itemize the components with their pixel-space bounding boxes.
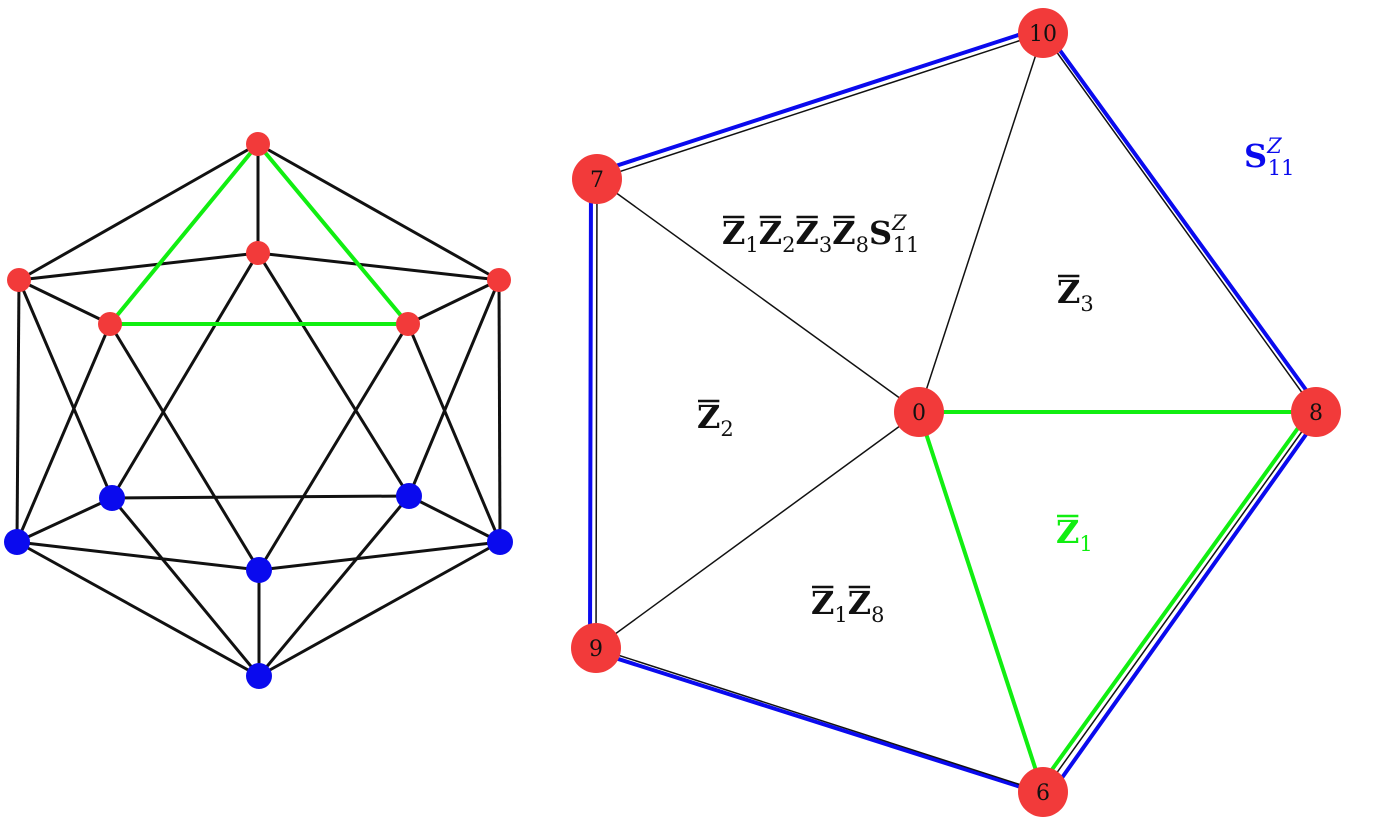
node-label-0: 0	[912, 401, 926, 426]
node-label-8: 8	[1309, 401, 1323, 426]
spoke-0-10	[918, 32, 1044, 413]
icosa-edge-v-inner-right-v-bottom-inner	[257, 323, 410, 571]
icosa-vertex-blue	[99, 485, 125, 511]
icosa-vertex-red	[487, 268, 511, 292]
icosa-edge-v-left-v-inner-top	[18, 251, 259, 282]
icosa-edge-v-right-v-inner-top	[257, 251, 500, 282]
green-edge-0-6	[917, 411, 1045, 793]
node-6	[1018, 767, 1068, 817]
icosahedron-graph	[4, 132, 513, 689]
icosa-edge-v-left-v-blue-left	[17, 279, 114, 499]
icosa-edge-v-top-v-right	[257, 142, 500, 282]
icosa-vertex-red	[98, 312, 122, 336]
green-edge-8-6	[1036, 408, 1313, 791]
label-z1: Z1	[1056, 513, 1093, 556]
node-label-6: 6	[1036, 781, 1050, 806]
outer-boundary	[595, 32, 1317, 793]
node-0	[894, 387, 944, 437]
pentagon-graph: 0 10 8 6 9 7	[571, 8, 1341, 817]
icosa-vertex-red	[7, 268, 31, 292]
icosa-edge-v-right-v-blue-right	[407, 279, 501, 497]
icosa-edge-v-right-v-outer-right	[497, 279, 502, 543]
icosa-edge-v-inner-top-v-blue-left	[110, 252, 260, 499]
icosa-edge-v-left-v-inner-left	[18, 278, 111, 326]
node-8	[1291, 387, 1341, 437]
highlighted-triangle	[105, 140, 413, 326]
icosa-edge-v-inner-top-v-blue-right	[256, 252, 411, 497]
node-10	[1018, 8, 1068, 58]
node-label-9: 9	[589, 637, 603, 662]
icosa-vertex-blue	[4, 529, 30, 555]
icosa-edge-v-blue-right-v-outer-right	[408, 494, 501, 544]
icosa-vertex-blue	[246, 663, 272, 689]
icosa-edge-v-inner-left-v-outer-left	[15, 323, 112, 543]
blue-boundary	[588, 25, 1324, 798]
label-z1z8: Z1Z8	[811, 584, 884, 627]
node-9	[571, 623, 621, 673]
icosa-edge-v-top-v-left	[18, 142, 259, 282]
node-7	[572, 154, 622, 204]
icosa-edge-v-inner-right-v-outer-right	[406, 323, 502, 543]
label-z3: Z3	[1057, 273, 1094, 316]
icosa-vertex-blue	[487, 529, 513, 555]
icosa-edge-v-inner-left-v-bottom-inner	[108, 323, 261, 571]
icosa-edge-v-blue-left-v-bottom	[110, 497, 261, 677]
icosa-edge-v-outer-left-v-bottom	[16, 540, 260, 678]
node-label-7: 7	[590, 168, 604, 193]
icosa-edge-v-outer-right-v-bottom	[258, 540, 501, 678]
node-label-10: 10	[1029, 22, 1057, 47]
icosa-vertex-blue	[396, 483, 422, 509]
icosa-edge-v-blue-left-v-blue-right	[111, 494, 410, 500]
label-z2: Z2	[697, 398, 734, 441]
spoke-0-7	[596, 178, 920, 413]
icosa-edge-v-blue-right-v-bottom	[257, 495, 411, 677]
icosa-edge-v-outer-right-v-bottom-inner	[258, 540, 501, 572]
icosa-vertex-blue	[246, 557, 272, 583]
icosa-edge-v-left-v-outer-left	[15, 279, 21, 543]
icosa-edge-v-blue-left-v-outer-left	[16, 496, 113, 544]
icosa-vertex-red	[246, 241, 270, 265]
icosa-edge-v-right-v-inner-right	[407, 278, 500, 326]
spoke-0-9	[595, 411, 920, 649]
icosa-vertex-red	[246, 132, 270, 156]
icosa-edge-v-outer-left-v-bottom-inner	[16, 540, 260, 572]
icosa-vertex-red	[396, 312, 420, 336]
